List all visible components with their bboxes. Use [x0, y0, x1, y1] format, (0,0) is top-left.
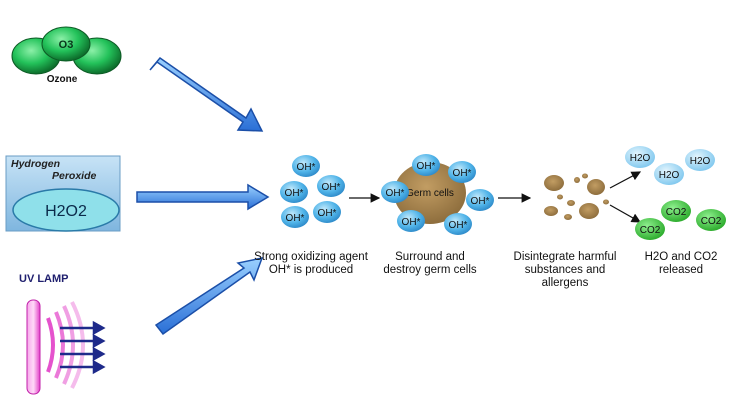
uv-lamp-label: UV LAMP [19, 273, 69, 285]
caption-step-2-line2: destroy germ cells [383, 264, 477, 276]
oh-radical: OH* [466, 189, 494, 211]
ozone-molecule-icon [11, 26, 122, 75]
oh-radical: OH* [412, 154, 440, 176]
oh-radical: OH* [281, 206, 309, 228]
caption-step-3-line1: Disintegrate harmful [513, 251, 617, 263]
svg-text:OH*: OH* [417, 161, 436, 172]
flow-arrow-down [609, 204, 642, 223]
svg-text:OH*: OH* [471, 196, 490, 207]
caption-step-2: Surround and destroy germ cells [380, 251, 480, 277]
caption-step-1-line1: Strong oxidizing agent [254, 251, 368, 263]
hydrogen-peroxide-formula: H2O2 [45, 203, 87, 220]
svg-text:OH*: OH* [322, 182, 341, 193]
oh-radical: OH* [317, 175, 345, 197]
svg-text:CO2: CO2 [701, 216, 722, 227]
caption-step-4-line2: released [658, 264, 704, 276]
h2o-molecule: H2O [625, 146, 655, 168]
caption-step-1-line2: OH* is produced [268, 264, 354, 276]
ozone-name: Ozone [47, 74, 78, 85]
hydrogen-peroxide-arrow [136, 183, 270, 211]
uv-ray-arrows [60, 320, 106, 375]
uv-lamp-arrow [154, 256, 264, 336]
svg-text:OH*: OH* [297, 162, 316, 173]
svg-text:OH*: OH* [286, 213, 305, 224]
caption-step-3: Disintegrate harmful substances and alle… [500, 251, 630, 290]
oh-radical-cluster: OH* OH* OH* OH* OH* [280, 155, 345, 228]
disintegrated-particles [544, 173, 609, 220]
oh-radical: OH* [280, 181, 308, 203]
water-molecules: H2O H2O H2O [625, 146, 715, 185]
caption-step-4-line1: H2O and CO2 [644, 251, 718, 263]
svg-text:H2O: H2O [630, 153, 651, 164]
ozone-arrow [149, 56, 264, 132]
co2-molecule: CO2 [635, 218, 665, 240]
svg-text:OH*: OH* [453, 168, 472, 179]
h2o-molecule: H2O [685, 149, 715, 171]
co2-molecule: CO2 [661, 200, 691, 222]
svg-text:H2O: H2O [690, 156, 711, 167]
svg-text:Germ cells: Germ cells [406, 188, 454, 199]
germ-cell-cluster: Germ cells OH* OH* OH* OH* OH* OH* [381, 154, 494, 235]
oh-radical: OH* [313, 201, 341, 223]
germ-cells-body [394, 162, 466, 224]
svg-text:CO2: CO2 [640, 225, 661, 236]
svg-text:OH*: OH* [449, 220, 468, 231]
oh-radical: OH* [397, 210, 425, 232]
oh-radical: OH* [448, 161, 476, 183]
oh-radical: OH* [292, 155, 320, 177]
caption-step-4: H2O and CO2 released [636, 251, 726, 277]
hydrogen-peroxide-icon [5, 155, 121, 232]
svg-text:CO2: CO2 [666, 207, 687, 218]
flow-arrow-up [609, 171, 642, 189]
oh-radical: OH* [444, 213, 472, 235]
caption-step-3-line2: substances and allergens [524, 264, 606, 289]
svg-text:OH*: OH* [386, 188, 405, 199]
hydrogen-peroxide-title-line2: Peroxide [52, 170, 97, 182]
uv-lamp-icon [26, 299, 85, 395]
svg-text:OH*: OH* [285, 188, 304, 199]
svg-text:OH*: OH* [318, 208, 337, 219]
caption-step-1: Strong oxidizing agent OH* is produced [246, 251, 376, 277]
h2o-molecule: H2O [654, 163, 684, 185]
co2-molecules: CO2 CO2 CO2 [635, 200, 726, 240]
svg-text:H2O: H2O [659, 170, 680, 181]
caption-step-2-line1: Surround and [395, 251, 465, 263]
svg-text:OH*: OH* [402, 217, 421, 228]
co2-molecule: CO2 [696, 209, 726, 231]
oh-radical: OH* [381, 181, 409, 203]
ozone-formula: O3 [59, 39, 74, 51]
hydrogen-peroxide-title-line1: Hydrogen [11, 158, 61, 170]
